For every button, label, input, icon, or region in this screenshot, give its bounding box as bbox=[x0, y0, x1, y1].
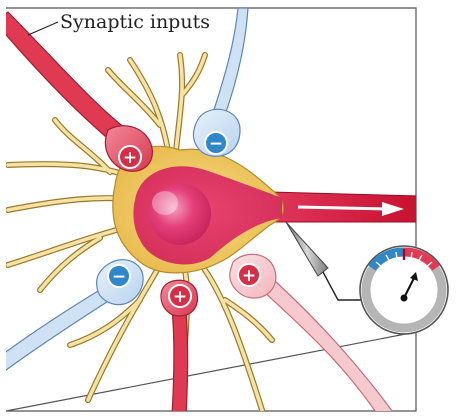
recording-electrode bbox=[285, 221, 362, 301]
voltage-meter bbox=[359, 245, 449, 335]
figure-frame bbox=[5, 7, 417, 412]
minus-sign-icon: − bbox=[204, 131, 228, 155]
synapse-sign-upper-left: + bbox=[123, 148, 137, 168]
plus-sign-icon: + bbox=[168, 284, 192, 308]
synapse-sign-lower-left: − bbox=[112, 267, 126, 287]
nucleus bbox=[149, 183, 211, 245]
meter-needle bbox=[403, 277, 415, 299]
plus-sign-icon: + bbox=[118, 145, 142, 169]
synaptic-inputs-callout: Synaptic inputs bbox=[27, 11, 210, 36]
plus-sign-icon: + bbox=[237, 263, 261, 287]
nucleus-highlight bbox=[152, 191, 178, 215]
synapse-sign-bottom: + bbox=[173, 287, 187, 307]
signal-direction-arrow bbox=[297, 202, 404, 216]
minus-sign-icon: − bbox=[107, 264, 131, 288]
synapse-sign-lower-right: + bbox=[242, 266, 256, 286]
synapse-sign-upper-right: − bbox=[209, 134, 223, 154]
synaptic-inputs-label: Synaptic inputs bbox=[60, 11, 210, 33]
